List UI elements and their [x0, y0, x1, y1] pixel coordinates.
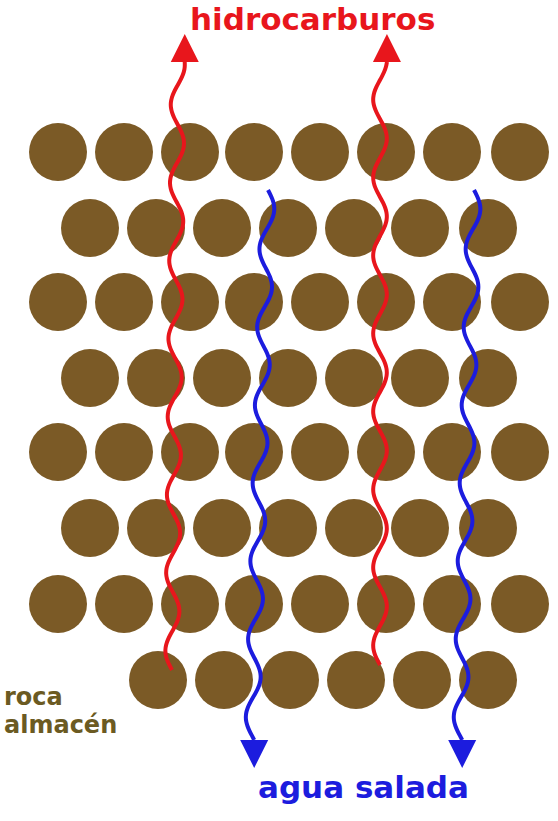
rock-grain [195, 651, 253, 709]
rock-grain [325, 499, 383, 557]
rock-grain [259, 499, 317, 557]
rock-grain [491, 123, 549, 181]
rock-grain [459, 199, 517, 257]
rock-grain [193, 349, 251, 407]
rock-grain [29, 423, 87, 481]
rock-grain [225, 123, 283, 181]
flow-label: hidrocarburos [190, 2, 435, 38]
flow-line [373, 62, 387, 665]
rock-grain [193, 499, 251, 557]
rock-grain [423, 123, 481, 181]
rock-grain [95, 423, 153, 481]
rock-grain [391, 349, 449, 407]
rock-grain [491, 575, 549, 633]
rock-grain [29, 575, 87, 633]
rock-grain [491, 273, 549, 331]
rock-grain [95, 123, 153, 181]
rock-grain [291, 423, 349, 481]
rock-label: roca almacén [4, 684, 124, 739]
rock-grain [459, 349, 517, 407]
rock-grains [29, 123, 549, 709]
rock-grain [161, 273, 219, 331]
arrow-head [240, 740, 268, 768]
rock-grain [261, 651, 319, 709]
rock-grain [129, 651, 187, 709]
rock-grain [325, 349, 383, 407]
rock-grain [61, 199, 119, 257]
rock-grain [95, 575, 153, 633]
flow-line [165, 62, 184, 670]
rock-grain [291, 123, 349, 181]
rock-grain [393, 651, 451, 709]
arrow-head [448, 740, 476, 768]
rock-grain [291, 575, 349, 633]
flow-line [454, 190, 481, 740]
rock-grain [193, 199, 251, 257]
rock-grain [161, 123, 219, 181]
flow-line [246, 190, 274, 740]
rock-grain [95, 273, 153, 331]
rock-grain [161, 423, 219, 481]
flow-lines [165, 34, 480, 768]
rock-grain [61, 349, 119, 407]
rock-grain [29, 273, 87, 331]
arrow-head [373, 34, 401, 62]
rock-grain [61, 499, 119, 557]
flow-label: agua salada [258, 770, 469, 806]
rock-grain [225, 273, 283, 331]
rock-grain [391, 499, 449, 557]
rock-grain [423, 575, 481, 633]
rock-grain [491, 423, 549, 481]
rock-grain [291, 273, 349, 331]
rock-grain [29, 123, 87, 181]
arrow-head [171, 34, 199, 62]
rock-grain [127, 199, 185, 257]
rock-grain [391, 199, 449, 257]
